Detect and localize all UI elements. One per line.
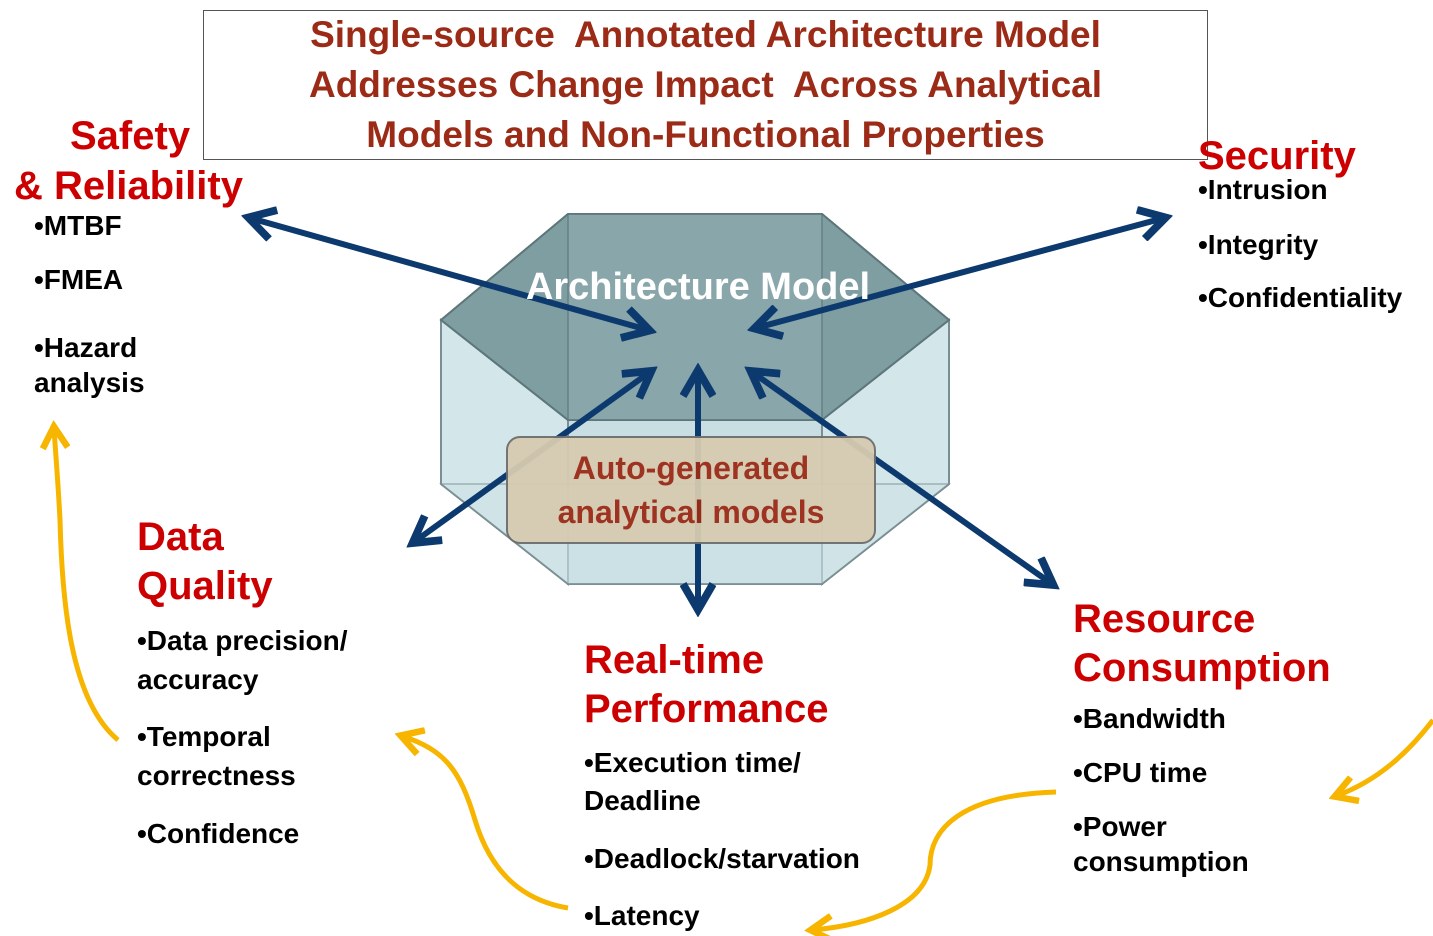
security-item-intrusion: •Intrusion bbox=[1198, 174, 1328, 205]
safety-item-analysis: analysis bbox=[34, 367, 145, 398]
resource-item-bandwidth: •Bandwidth bbox=[1073, 703, 1226, 734]
arrow-safety bbox=[250, 218, 648, 330]
arrow-security bbox=[756, 218, 1164, 328]
resource-item-cpu: •CPU time bbox=[1073, 757, 1208, 788]
arrow-resource bbox=[752, 372, 1052, 584]
title-line-3: Models and Non-Functional Properties bbox=[366, 114, 1045, 155]
security-item-confidentiality: •Confidentiality bbox=[1198, 282, 1403, 313]
architecture-model-label: Architecture Model bbox=[525, 266, 871, 308]
data-quality-item-accuracy: accuracy bbox=[137, 664, 259, 695]
data-quality-heading-line-1: Data bbox=[137, 515, 224, 559]
title-box: Single-source Annotated Architecture Mod… bbox=[203, 10, 1208, 160]
orange-arrow-to-data-quality bbox=[402, 736, 569, 911]
data-quality-item-confidence: •Confidence bbox=[137, 818, 300, 849]
safety-item-fmea: •FMEA bbox=[34, 264, 124, 295]
resource-heading-line-2: Consumption bbox=[1073, 646, 1331, 690]
data-quality-item-precision: •Data precision/ bbox=[137, 625, 348, 656]
safety-heading-line-1: Safety bbox=[70, 114, 191, 158]
data-quality-item-correctness: correctness bbox=[137, 760, 296, 791]
safety-item-hazard: •Hazard bbox=[34, 332, 138, 363]
realtime-item-execution: •Execution time/ bbox=[584, 747, 801, 778]
realtime-item-deadlock: •Deadlock/starvation bbox=[584, 843, 860, 874]
orange-arrow-to-safety bbox=[54, 428, 120, 742]
realtime-item-latency: •Latency bbox=[584, 900, 700, 931]
safety-heading-line-2: & Reliability bbox=[14, 164, 243, 208]
realtime-heading-line-2: Performance bbox=[584, 687, 829, 731]
analytical-line-1: Auto-generated bbox=[572, 450, 810, 486]
orange-arrows bbox=[54, 428, 1433, 930]
analytical-line-2: analytical models bbox=[557, 494, 825, 530]
title-line-1: Single-source Annotated Architecture Mod… bbox=[310, 14, 1101, 55]
resource-heading-line-1: Resource bbox=[1073, 597, 1256, 641]
blue-arrows bbox=[250, 218, 1164, 608]
realtime-heading-line-1: Real-time bbox=[584, 638, 765, 682]
orange-arrow-resource-in bbox=[1336, 718, 1433, 796]
resource-item-power: •Power bbox=[1073, 811, 1167, 842]
security-item-integrity: •Integrity bbox=[1198, 229, 1319, 260]
safety-item-mtbf: •MTBF bbox=[34, 210, 122, 241]
data-quality-heading-line-2: Quality bbox=[137, 564, 273, 608]
title-line-2: Addresses Change Impact Across Analytica… bbox=[308, 64, 1103, 105]
realtime-item-deadline: Deadline bbox=[584, 785, 701, 816]
security-heading: Security bbox=[1198, 134, 1356, 178]
analytical-models-box: Auto-generated analytical models bbox=[506, 436, 876, 544]
data-quality-item-temporal: •Temporal bbox=[137, 721, 271, 752]
orange-arrow-to-latency bbox=[812, 789, 1057, 930]
resource-item-consumption: consumption bbox=[1073, 846, 1249, 877]
